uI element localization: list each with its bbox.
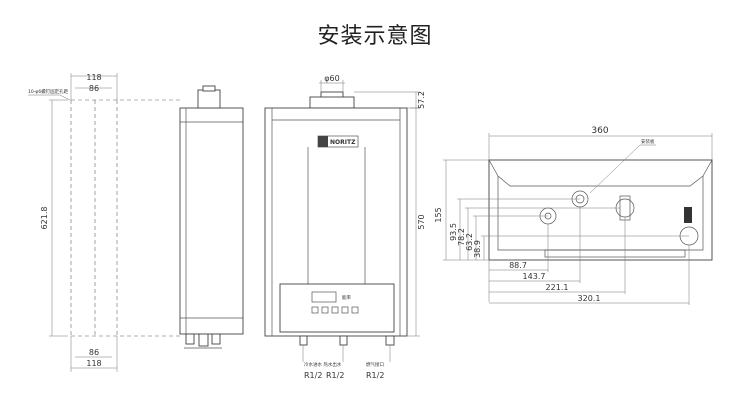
- panel-label: 能率: [342, 294, 351, 301]
- bottom-h155: 155: [434, 207, 443, 222]
- side-top-inner: 86: [89, 84, 99, 93]
- bottom-h93: 93.5: [449, 223, 458, 241]
- gas-valve-handle: [684, 207, 692, 223]
- flue-height: 57.2: [417, 91, 426, 109]
- bottom-view: 360 安装板 155 93.5 78.2 63.2: [434, 126, 713, 305]
- body-height: 570: [417, 214, 426, 229]
- page-title: 安装示意图: [317, 24, 433, 49]
- water-label: 冷水进水 热水出水: [304, 361, 342, 368]
- fitting-size-2: R1/2: [326, 371, 344, 380]
- flue-diameter: φ60: [324, 74, 339, 83]
- bottom-h63: 63.2: [465, 233, 474, 251]
- side-view: 118 86 10-φ6螺钉固定孔距 621.8 86 118: [28, 73, 244, 372]
- brand-logo-mark: [318, 136, 328, 147]
- brand-text: NORITZ: [330, 139, 356, 146]
- bottom-h38: 38.9: [473, 240, 482, 258]
- bottom-width: 360: [591, 126, 608, 136]
- side-bottom-width: 118: [86, 359, 101, 368]
- side-top-width: 118: [86, 73, 101, 82]
- display-screen: [311, 291, 337, 303]
- callout-label: 安装板: [641, 138, 655, 145]
- bottom-d221: 221.1: [546, 283, 569, 292]
- side-bottom-inner: 86: [89, 348, 99, 357]
- bottom-h78: 78.2: [457, 228, 466, 246]
- bottom-d320: 320.1: [578, 294, 601, 303]
- side-height: 621.8: [40, 207, 49, 230]
- gas-label: 燃气接口: [366, 361, 384, 368]
- fitting-size-3: R1/2: [366, 371, 384, 380]
- front-view: φ60 57.2 NORITZ 能率 570: [264, 74, 426, 380]
- bottom-d88: 88.7: [509, 261, 527, 270]
- fitting-size-1: R1/2: [304, 371, 322, 380]
- side-pipe-note: 10-φ6螺钉固定孔距: [28, 88, 69, 95]
- bottom-d143: 143.7: [523, 272, 546, 281]
